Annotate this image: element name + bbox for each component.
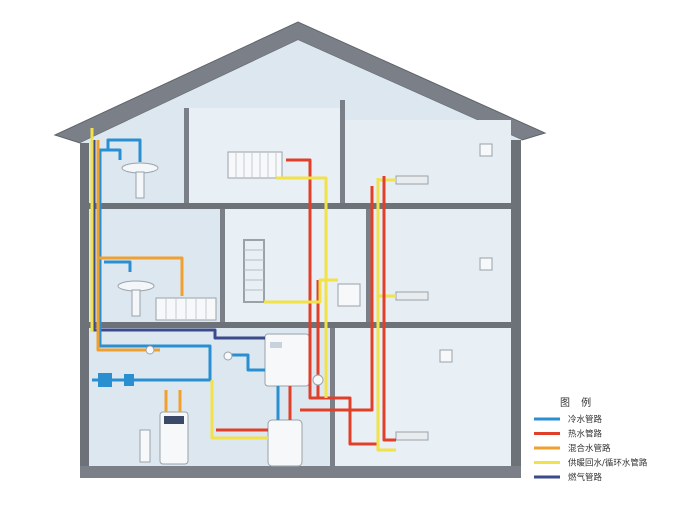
cold-pipe-boiler	[225, 353, 265, 372]
radiator-top-icon	[227, 151, 283, 179]
gas-pipe	[92, 140, 265, 340]
heating-pipe-red-return	[382, 176, 396, 442]
radiator-top-fins	[235, 152, 277, 178]
thermostat-middle-icon	[479, 257, 493, 271]
mixed-pipe-middle	[98, 256, 184, 296]
boiler-icon	[264, 333, 310, 387]
partition-mid-1	[220, 209, 225, 322]
manifold-top-icon	[395, 175, 429, 185]
bathtub-lines	[165, 298, 207, 320]
valve-icon	[124, 374, 134, 386]
legend-label-3: 供暖回水/循环水管路	[568, 458, 648, 469]
valve-circle-icon-3	[312, 374, 324, 386]
valve-circle-icon-2	[223, 351, 233, 361]
water-purifier-icon	[159, 411, 189, 465]
legend-label-4: 燃气管路	[568, 472, 603, 483]
thermostat-bottom-icon	[439, 349, 453, 363]
partition-top-2	[340, 100, 345, 203]
mixed-pipe-main	[96, 140, 160, 352]
manifold-middle-icon	[395, 291, 429, 301]
left-wall	[80, 143, 89, 478]
ground-slab	[80, 466, 521, 478]
purifier-display	[164, 416, 184, 424]
sink-middle-icon	[117, 280, 155, 317]
cold-pipe-top-sink	[106, 138, 142, 162]
fixtures	[117, 143, 493, 467]
cold-pipe-main	[92, 148, 212, 382]
legend-label-1: 热水管路	[568, 429, 603, 440]
boiler-panel	[270, 342, 282, 348]
room-panel-b	[345, 120, 511, 203]
floor-upper	[89, 203, 511, 209]
floor-middle	[89, 322, 511, 328]
legend-label-0: 冷水管路	[568, 414, 603, 425]
heating-pipe-2	[264, 278, 338, 304]
manifold-bottom-icon	[395, 431, 429, 441]
water-tank-icon	[267, 419, 303, 467]
towel-radiator-bars	[244, 249, 264, 291]
hot-pipe-riser	[300, 186, 374, 412]
partition-mid-2	[366, 209, 371, 322]
heating-pipe-riser	[376, 178, 396, 452]
valve-circle-icon	[145, 345, 155, 355]
radiator-middle-icon	[337, 283, 361, 307]
towel-radiator-icon	[243, 239, 265, 303]
thermostat-top-icon	[479, 143, 493, 157]
fittings	[98, 345, 324, 387]
legend-label-2: 混合水管路	[568, 443, 611, 454]
hot-pipe-1	[286, 158, 378, 446]
house-structure	[53, 21, 547, 478]
cold-pipe-middle	[104, 260, 132, 272]
pipes	[90, 128, 396, 452]
heating-pipe-1	[276, 176, 328, 398]
heating-pipe-3	[210, 380, 268, 440]
filter-icon	[139, 429, 151, 463]
right-wall	[511, 140, 521, 478]
partition-top-1	[184, 108, 189, 203]
legend-title: 图 例	[560, 396, 595, 409]
sink-top-icon	[121, 162, 159, 199]
water-meter-icon	[98, 373, 112, 387]
